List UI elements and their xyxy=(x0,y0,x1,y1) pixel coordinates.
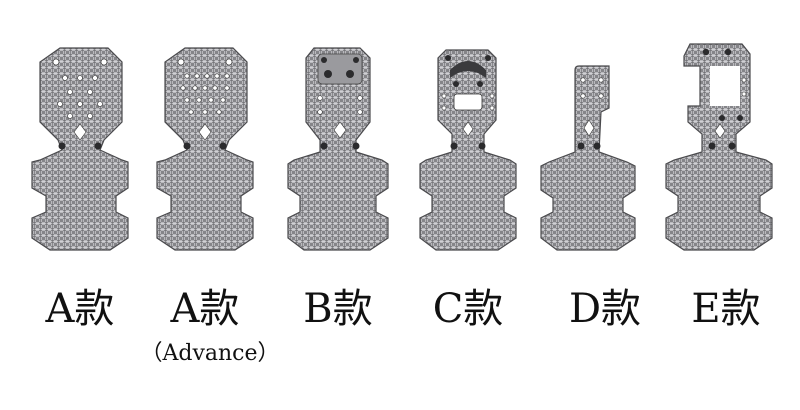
plate-a-label: A款 xyxy=(45,286,115,332)
plate-e xyxy=(665,43,773,251)
plate-d xyxy=(540,65,636,251)
plate-c xyxy=(419,49,517,251)
plate-a xyxy=(31,47,129,251)
plate-a-advance xyxy=(156,47,254,251)
plate-c-label: C款 xyxy=(432,286,504,332)
plate-a-advance-label: A款 xyxy=(170,286,240,332)
plate-e-label: E款 xyxy=(691,286,761,332)
plate-b xyxy=(287,47,389,251)
plate-a-advance-sublabel: （Advance） xyxy=(140,341,280,366)
plate-d-label: D款 xyxy=(568,286,642,332)
plate-b-label: B款 xyxy=(303,286,373,332)
